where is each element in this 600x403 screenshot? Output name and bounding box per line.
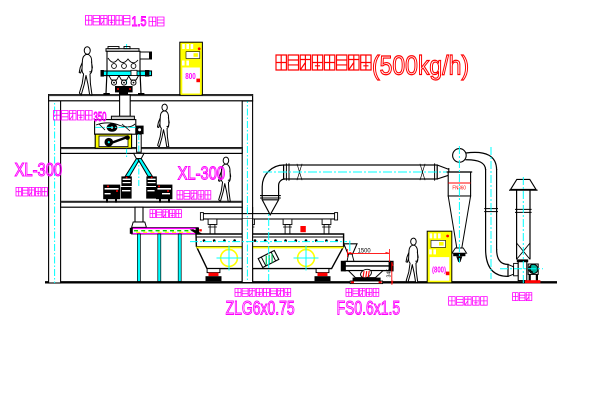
svg-text:FS0.6x1.5: FS0.6x1.5	[337, 297, 401, 319]
svg-text:(500kg/h): (500kg/h)	[372, 51, 469, 81]
svg-text:XL-300: XL-300	[178, 162, 226, 183]
svg-text:ZLG6x0.75: ZLG6x0.75	[226, 297, 295, 319]
svg-text:1500: 1500	[358, 248, 372, 254]
svg-text:XL-300: XL-300	[15, 159, 63, 180]
svg-text:800: 800	[185, 71, 196, 81]
svg-text:(800): (800)	[432, 265, 446, 274]
svg-text:1.5: 1.5	[132, 14, 147, 29]
svg-text:350: 350	[94, 110, 107, 124]
svg-text:345: 345	[387, 269, 393, 278]
